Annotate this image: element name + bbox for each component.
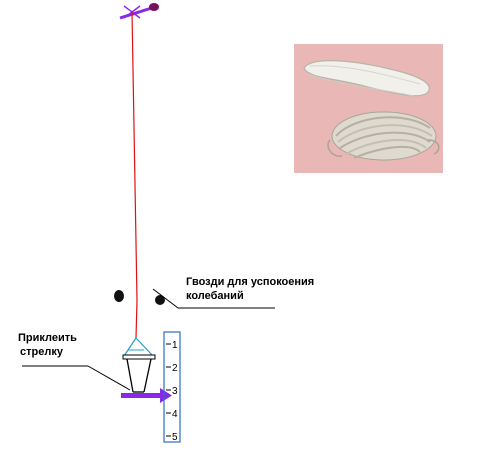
nails-label-line-1: Гвозди для успокоения [186, 276, 315, 288]
nails-leader-line [152, 288, 179, 309]
scale-tick-label: 2 [172, 363, 178, 374]
bowl-strings [123, 337, 154, 357]
arrow-label: Приклеить стрелку [18, 331, 77, 359]
scale-tick-label: 3 [172, 386, 178, 397]
nails-label: Гвозди для успокоения колебаний [186, 275, 314, 303]
scale-ticks: 1 2 3 4 5 [166, 340, 178, 443]
arrow-leader-line [87, 365, 131, 391]
pendulum-thread [131, 11, 138, 339]
arrow-label-line-1: Приклеить [18, 332, 77, 344]
pendulum-bowl [122, 354, 156, 393]
nail-icon [114, 290, 165, 305]
pointer-arrow [121, 388, 172, 403]
arrow-label-line-2: стрелку [20, 346, 63, 358]
scale-tick-label: 1 [172, 340, 178, 351]
scale-tick-label: 4 [172, 409, 178, 420]
nails-label-line-2: колебаний [186, 290, 244, 302]
pin-icon [119, 3, 159, 20]
scale-frame [163, 331, 181, 443]
scale-tick-label: 5 [172, 432, 178, 443]
cord-coil-photo [294, 44, 443, 173]
